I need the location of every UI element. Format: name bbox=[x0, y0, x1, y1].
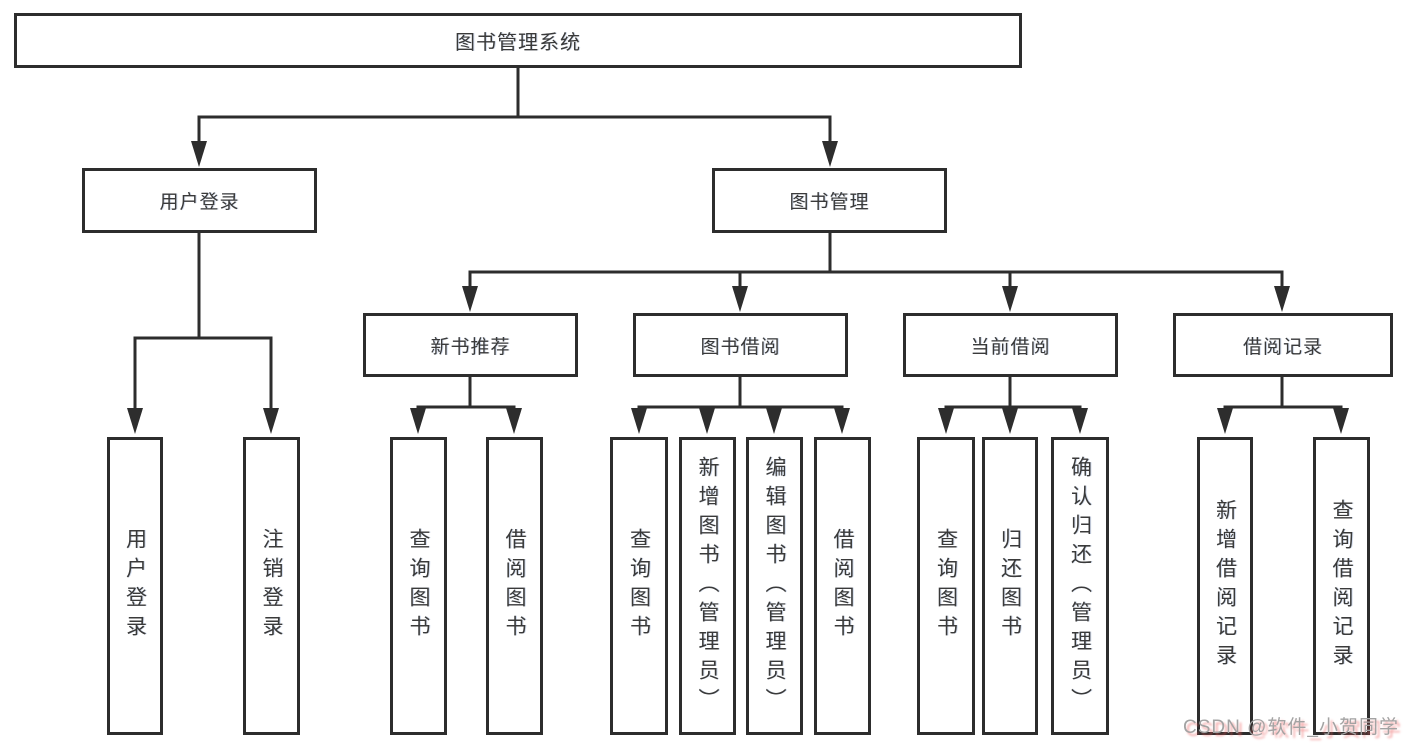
leaf-add-borrow-record-label: 新增借阅记录 bbox=[1213, 499, 1237, 673]
leaf-edit-book-admin: 编辑图书（管理员） bbox=[746, 437, 803, 735]
node-current-borrow: 当前借阅 bbox=[903, 313, 1118, 377]
connector-currentborrow-fanout bbox=[944, 377, 1082, 409]
connector-bookborrow-fanout bbox=[637, 377, 844, 409]
node-book-borrow: 图书借阅 bbox=[633, 313, 848, 377]
node-new-book-recommend: 新书推荐 bbox=[363, 313, 578, 377]
leaf-add-book-admin: 新增图书（管理员） bbox=[679, 437, 736, 735]
leaf-query-borrow-record-label: 查询借阅记录 bbox=[1330, 499, 1353, 673]
leaf-edit-book-admin-label: 编辑图书（管理员） bbox=[763, 455, 786, 717]
node-user-login-branch-label: 用户登录 bbox=[159, 192, 240, 213]
node-current-borrow-label: 当前借阅 bbox=[970, 336, 1051, 358]
leaf-user-login: 用户登录 bbox=[107, 437, 163, 735]
connector-root-to-level2 bbox=[197, 68, 832, 142]
leaf-return-book: 归还图书 bbox=[982, 437, 1038, 735]
leaf-add-book-admin-label: 新增图书（管理员） bbox=[696, 455, 719, 717]
node-new-book-recommend-label: 新书推荐 bbox=[430, 336, 511, 358]
leaf-query-books-2: 查询图书 bbox=[610, 437, 668, 735]
leaf-confirm-return-admin: 确认归还（管理员） bbox=[1051, 437, 1109, 735]
leaf-query-books-3-label: 查询图书 bbox=[934, 528, 958, 644]
leaf-borrow-books-2-label: 借阅图书 bbox=[831, 528, 854, 644]
leaf-query-books-1-label: 查询图书 bbox=[407, 528, 430, 644]
connector-userlogin-to-leaves bbox=[133, 233, 273, 409]
node-user-login-branch: 用户登录 bbox=[82, 168, 317, 233]
leaf-query-borrow-record: 查询借阅记录 bbox=[1313, 437, 1370, 735]
leaf-query-books-1: 查询图书 bbox=[390, 437, 447, 735]
leaf-user-login-label: 用户登录 bbox=[123, 528, 147, 644]
leaf-logout-label: 注销登录 bbox=[260, 528, 283, 644]
connector-newbook-fanout bbox=[416, 377, 516, 409]
node-borrow-records: 借阅记录 bbox=[1173, 313, 1393, 377]
leaf-confirm-return-admin-label: 确认归还（管理员） bbox=[1068, 455, 1092, 717]
leaf-return-book-label: 归还图书 bbox=[998, 528, 1022, 644]
connector-records-fanout bbox=[1223, 377, 1343, 409]
leaf-borrow-books-1: 借阅图书 bbox=[486, 437, 543, 735]
leaf-query-books-2-label: 查询图书 bbox=[627, 528, 651, 644]
node-book-management-label: 图书管理 bbox=[789, 192, 870, 213]
node-borrow-records-label: 借阅记录 bbox=[1242, 336, 1323, 358]
leaf-add-borrow-record: 新增借阅记录 bbox=[1197, 437, 1253, 735]
node-book-borrow-label: 图书借阅 bbox=[700, 336, 781, 358]
leaf-logout: 注销登录 bbox=[243, 437, 300, 735]
leaf-borrow-books-2: 借阅图书 bbox=[814, 437, 871, 735]
node-root-label: 图书管理系统 bbox=[455, 32, 581, 54]
csdn-watermark: CSDN @软件_小贺同学 bbox=[1183, 717, 1399, 738]
connector-bookmgmt-to-level3 bbox=[468, 233, 1284, 287]
leaf-borrow-books-1-label: 借阅图书 bbox=[503, 528, 526, 644]
leaf-query-books-3: 查询图书 bbox=[917, 437, 975, 735]
node-root: 图书管理系统 bbox=[14, 13, 1022, 68]
node-book-management: 图书管理 bbox=[712, 168, 947, 233]
